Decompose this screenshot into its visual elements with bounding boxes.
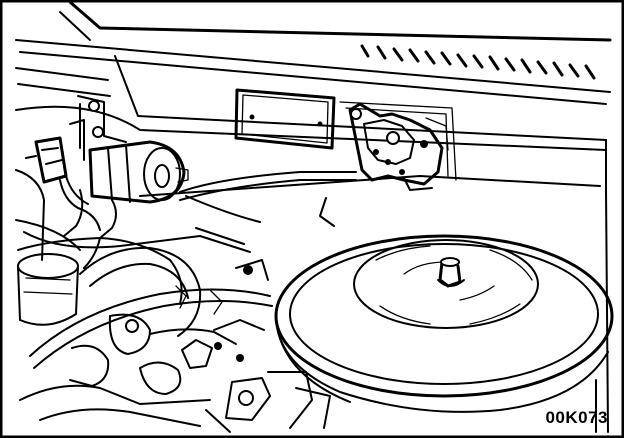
motor-connector-wiring [25,136,117,239]
wing-nut [437,257,465,288]
left-fender-structure [15,169,183,305]
engine-lower-components [19,285,331,433]
firewall [15,101,607,197]
access-cover-plate [234,88,336,150]
wiper-linkage-bracket [348,102,449,191]
motor-mount-bracket [69,95,127,161]
vacuum-hoses [23,227,273,369]
wiper-motor [88,140,189,204]
right-fender-edge [595,189,609,433]
cowl-vent-slats [360,44,596,80]
figure-reference-code: 00K073 [545,408,608,427]
cowl-panel [15,0,612,141]
brake-fluid-reservoir [17,253,79,326]
wiper-link-rod [179,171,357,227]
brake-booster [79,246,202,337]
